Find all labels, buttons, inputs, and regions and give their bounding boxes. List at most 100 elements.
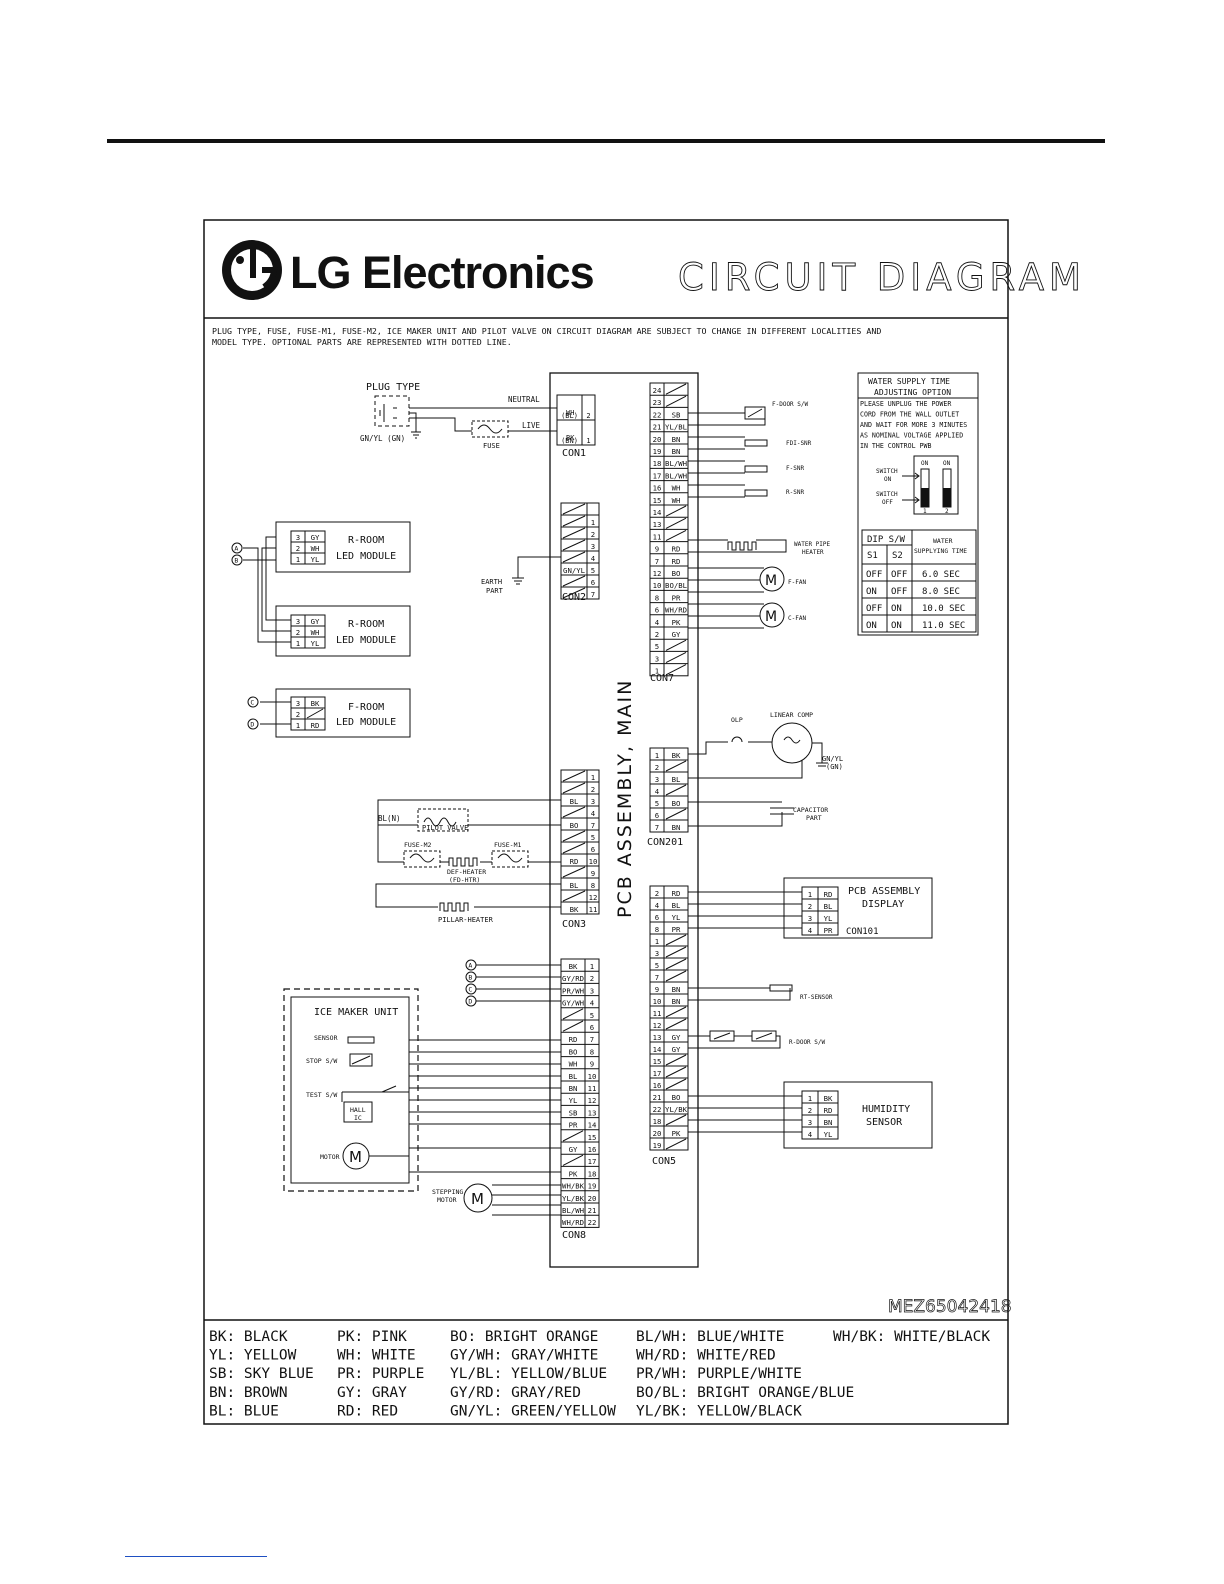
con7-cell: 15 xyxy=(653,496,662,505)
con7-cell: 2 xyxy=(655,630,659,639)
con2-cell: GN/YL xyxy=(563,566,586,575)
con5-cell: BO xyxy=(672,1093,681,1102)
con5-empty-slot xyxy=(665,1114,687,1126)
con7-cell: 18 xyxy=(653,459,662,468)
legend-entry: YL: YELLOW xyxy=(209,1348,297,1364)
ice-maker-label: ICE MAKER UNIT xyxy=(314,1007,398,1018)
r-door-wire xyxy=(688,1035,781,1049)
brand-name: LG Electronics xyxy=(290,247,594,298)
stepping-motor-label: MOTOR xyxy=(437,1196,457,1204)
humidity-sensor-label: SENSOR xyxy=(866,1117,903,1128)
con201-cell: 3 xyxy=(655,775,659,784)
gn-yl-comp-label: GN/YL xyxy=(822,755,843,763)
con3-label: CON3 xyxy=(562,919,586,930)
con7-cell: 4 xyxy=(655,618,660,627)
dip-s1-value: ON xyxy=(866,621,877,631)
diagram-title: CIRCUIT DIAGRAM xyxy=(678,256,1086,299)
part-number: MEZ65042418 xyxy=(888,1297,1012,1317)
water-option-box xyxy=(857,372,979,636)
led3-cell: 2 xyxy=(296,710,300,719)
fuse-m-symbols xyxy=(409,853,523,863)
capacitor-label: CAPACITOR xyxy=(793,806,828,814)
con2-cell: 6 xyxy=(591,578,595,587)
led1-cell: 1 xyxy=(296,555,300,564)
led2-cell: 1 xyxy=(296,639,300,648)
con5-cell: GY xyxy=(672,1033,681,1042)
con5-cell: 16 xyxy=(653,1081,662,1090)
water-header: WATER xyxy=(933,537,953,545)
con8-cell: 19 xyxy=(588,1182,597,1191)
olp-symbol xyxy=(731,736,743,743)
con5-cell: 8 xyxy=(655,925,659,934)
con7-cell: 16 xyxy=(653,484,662,493)
legend-entry: PR: PURPLE xyxy=(337,1366,424,1382)
con3-empty-slot xyxy=(562,782,586,794)
legend-entry: GY/RD: GRAY/RED xyxy=(450,1385,581,1401)
con3-cell: 10 xyxy=(589,857,598,866)
legend-entry: BO/BL: BRIGHT ORANGE/BLUE xyxy=(636,1385,854,1401)
con7-cell: WH/RD xyxy=(665,606,687,615)
f-fan-wires xyxy=(688,567,764,593)
con5-empty-slot xyxy=(665,946,687,958)
dip-s1-value: OFF xyxy=(866,604,882,614)
led2-cell: 2 xyxy=(296,628,300,637)
fdi-snr-wire xyxy=(688,436,768,450)
con101-cell: 2 xyxy=(808,902,812,911)
def-heater-symbol xyxy=(448,857,478,867)
f-door-sw-symbol xyxy=(744,406,766,420)
con2-cell: 5 xyxy=(591,566,595,575)
con7-cell: 11 xyxy=(653,532,662,541)
con3-cell: 4 xyxy=(591,809,596,818)
con8-cell: 10 xyxy=(588,1072,597,1081)
con5-cell: 7 xyxy=(655,973,659,982)
dip-s2-value: ON xyxy=(891,604,902,614)
pillar-heater-label: PILLAR-HEATER xyxy=(438,916,494,924)
fdi-snr-label: FDI-SNR xyxy=(786,440,812,447)
con7-empty-slot xyxy=(665,505,687,517)
con5-empty-slot xyxy=(665,1138,687,1150)
gn-comp-label: (GN) xyxy=(826,763,843,771)
con8-cell: WH xyxy=(569,1060,578,1069)
led2-cell: YL xyxy=(311,639,320,648)
con7-empty-slot xyxy=(665,651,687,664)
con7-cell: 22 xyxy=(653,410,662,419)
con201-cell: 7 xyxy=(655,823,659,832)
con7-empty-slot xyxy=(665,395,687,407)
con8-cell: 22 xyxy=(588,1218,597,1227)
led-module-label-1: LED MODULE xyxy=(336,551,396,562)
con8-cell: 21 xyxy=(588,1206,597,1215)
dip-s2: S2 xyxy=(892,551,903,561)
con2-empty-slot xyxy=(562,503,586,515)
con5-cell: 11 xyxy=(653,1009,662,1018)
con3-empty-slot xyxy=(562,770,586,782)
dip-s2-value: ON xyxy=(891,621,902,631)
con8-cell: 12 xyxy=(588,1096,597,1105)
display-label: DISPLAY xyxy=(862,899,904,910)
con8-label: CON8 xyxy=(562,1230,586,1241)
r-snr-label: R-SNR xyxy=(786,489,804,496)
con8-cell: PR xyxy=(569,1121,578,1130)
con5-cell: 2 xyxy=(655,889,659,898)
f-snr-label: F-SNR xyxy=(786,465,804,472)
led3-empty-slot xyxy=(306,708,324,719)
con5-cell: 10 xyxy=(653,997,662,1006)
motor-label: MOTOR xyxy=(320,1153,340,1161)
con2-empty-slot xyxy=(562,539,586,551)
dip-s1-value: OFF xyxy=(866,570,882,580)
comp-coil xyxy=(783,736,801,744)
con1-label: CON1 xyxy=(562,448,586,459)
f-fan-motor xyxy=(759,566,785,592)
led1-cell: 3 xyxy=(296,533,300,542)
live-wire xyxy=(409,417,557,432)
con8-cell: 1 xyxy=(590,962,594,971)
con7-cell: BL/WH xyxy=(665,459,687,468)
legend-entry: RD: RED xyxy=(337,1403,398,1419)
con5-empty-slot xyxy=(665,1054,687,1066)
con2-cell: 4 xyxy=(591,554,596,563)
water-instruction-line: IN THE CONTROL PWB xyxy=(860,442,931,450)
switch-on-label: SWITCH xyxy=(876,468,898,475)
con5-cell: 12 xyxy=(653,1021,662,1030)
